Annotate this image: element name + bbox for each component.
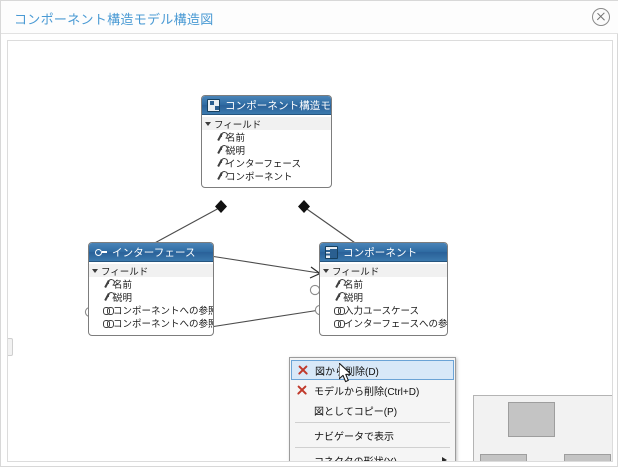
node-title: コンポーネント [343,246,418,259]
field-group-header[interactable]: フィールド [320,264,447,278]
node-field-row[interactable]: 名前 [202,130,331,144]
node-field-row[interactable]: 説明 [202,143,331,157]
field-label: 名前 [344,279,364,291]
left-panel-collapse-tab[interactable] [8,338,13,356]
menu-item-label: コネクタの形状(Y) [314,456,397,462]
component-structure-model-icon [207,98,220,112]
chevron-down-icon[interactable] [323,268,329,273]
component-icon [325,245,338,259]
field-label: 説明 [344,292,364,304]
field-label: コンポーネントへの参照 [113,318,214,330]
node-header: インターフェース [89,243,213,262]
field-label: 説明 [226,145,246,157]
field-label: コンポーネント [226,171,293,183]
node-field-row[interactable]: コンポーネント [202,169,331,183]
field-group-label: フィールド [214,119,262,131]
menu-separator [295,447,450,448]
menu-item-connector-shape[interactable]: コネクタの形状(Y) [290,450,455,462]
node-field-row[interactable]: 名前 [320,277,447,291]
menu-item-label: ナビゲータで表示 [314,431,394,443]
node-body: フィールド 名前 説明 インターフェース [202,115,331,183]
delete-x-icon [295,363,312,377]
chevron-down-icon[interactable] [92,268,98,273]
node-field-row[interactable]: インターフェース [202,156,331,170]
field-label: インターフェースへの参照 [344,318,448,330]
node-title: コンポーネント構造モデル [225,99,331,112]
node-title: インターフェース [112,246,196,259]
attribute-icon [102,291,113,302]
menu-item-label: 図としてコピー(P) [314,406,398,418]
reference-link-icon [102,317,114,328]
reference-link-icon [333,317,345,328]
attribute-icon [215,157,226,168]
menu-item-label: モデルから削除(Ctrl+D) [314,386,420,398]
field-label: 説明 [113,292,133,304]
page-title: コンポーネント構造モデル構造図 [14,12,214,27]
chevron-down-icon[interactable] [205,121,211,126]
node-field-row[interactable]: 入力ユースケース [320,303,447,317]
field-group-header[interactable]: フィールド [202,117,331,131]
field-label: 入力ユースケース [344,305,420,317]
field-group-label: フィールド [332,266,380,278]
reference-link-icon [333,304,345,315]
field-group-header[interactable]: フィールド [89,264,213,278]
menu-item-delete-from-model[interactable]: モデルから削除(Ctrl+D) [290,380,455,400]
menu-icon-slot [294,453,311,461]
attribute-icon [215,170,226,181]
menu-item-copy-as-diagram[interactable]: 図としてコピー(P) [290,400,455,420]
node-body: フィールド 名前 説明 入力ユースケース [320,262,448,330]
attribute-icon [333,278,344,289]
diagram-canvas[interactable]: コンポーネント構造モデル フィールド 名前 説明 [7,40,613,462]
chevron-right-icon [442,456,447,461]
mouse-cursor [339,363,352,383]
context-menu[interactable]: 図から削除(D) モデルから削除(Ctrl+D) 図としてコピー(P) ナビゲー… [289,357,456,462]
interface-lollipop-icon [94,246,107,259]
node-field-row[interactable]: 説明 [89,290,213,304]
menu-separator [295,422,450,423]
node-field-row[interactable]: 説明 [320,290,447,304]
menu-icon-slot [294,403,311,417]
field-label: コンポーネントへの参照 [113,305,214,317]
attribute-icon [215,131,226,142]
reference-link-icon [102,304,114,315]
diagram-overview-minimap[interactable] [473,395,612,461]
uml-node-component-structure-model[interactable]: コンポーネント構造モデル フィールド 名前 説明 [201,95,332,188]
node-header: コンポーネント [320,243,447,262]
node-field-row[interactable]: コンポーネントへの参照 [89,303,214,317]
uml-node-interface[interactable]: インターフェース フィールド 名前 説明 [88,242,214,336]
node-field-row[interactable]: 名前 [89,277,213,291]
attribute-icon [215,144,226,155]
menu-item-show-in-navigator[interactable]: ナビゲータで表示 [290,425,455,445]
window-titlebar: コンポーネント構造モデル構造図 [1,1,618,34]
minimap-node-rect [564,454,611,461]
field-label: 名前 [113,279,133,291]
menu-item-delete-from-diagram[interactable]: 図から削除(D) [291,360,454,380]
minimap-node-rect [480,454,527,461]
node-header: コンポーネント構造モデル [202,96,331,115]
attribute-icon [102,278,113,289]
node-body: フィールド 名前 説明 コンポーネントへの参照 [89,262,214,330]
field-label: インターフェース [226,158,301,170]
field-group-label: フィールド [101,266,149,278]
field-label: 名前 [226,132,246,144]
menu-icon-slot [294,428,311,442]
minimap-node-rect [508,402,555,437]
attribute-icon [333,291,344,302]
close-icon[interactable] [592,8,610,26]
node-field-row[interactable]: コンポーネントへの参照 [89,316,214,330]
uml-node-component[interactable]: コンポーネント フィールド 名前 説明 [319,242,448,336]
node-field-row[interactable]: インターフェースへの参照 [320,316,448,330]
delete-x-icon [294,383,311,397]
